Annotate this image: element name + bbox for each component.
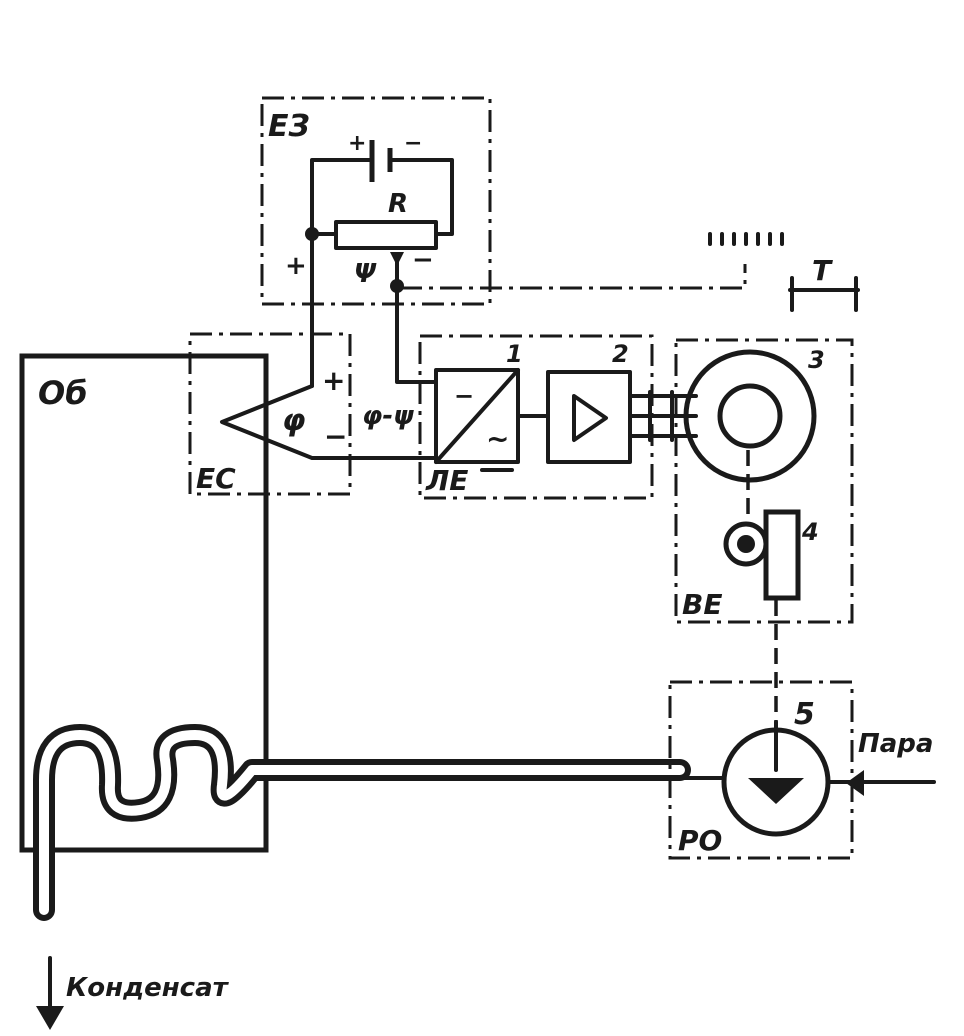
time-scale: T	[708, 232, 860, 312]
gear-hub	[737, 535, 755, 553]
ob-label: Об	[38, 374, 88, 412]
block3-number: 3	[808, 346, 825, 374]
heating-coil	[33, 724, 691, 921]
resistor-wiper-arrow	[390, 252, 404, 266]
le-label: ЛЕ	[425, 464, 468, 497]
motor-inner-3	[717, 383, 783, 449]
logic-unit-le: ЛЕ − ~ 1 2	[418, 334, 654, 500]
phi-label: φ	[282, 403, 305, 438]
condensate-outlet: Конденсат	[36, 956, 230, 1030]
ez-label: ЕЗ	[268, 109, 310, 144]
block4-number: 4	[801, 518, 819, 546]
ec-label: ЕС	[196, 462, 236, 495]
battery-loop-wire	[310, 158, 454, 236]
valve-seat	[748, 778, 804, 804]
heating-coil-inner	[39, 730, 685, 915]
amplifier-triangle	[572, 394, 608, 442]
ro-label: РО	[678, 824, 722, 857]
battery-plus: +	[348, 131, 366, 156]
converter-diagonal	[434, 368, 520, 464]
converter-dc-sign: −	[454, 382, 474, 410]
t-label: T	[812, 254, 833, 287]
setpoint-block-ez: ЕЗ + − R Ψ + −	[260, 96, 492, 306]
ez-frame	[260, 96, 492, 306]
wiper-to-le-wire	[395, 284, 438, 384]
amplifier-block-2	[546, 370, 632, 464]
ve-frame	[674, 338, 854, 624]
object-ob: Об	[19, 353, 691, 921]
steam-inlet-arrow	[846, 770, 864, 796]
psi-label: Ψ	[354, 259, 377, 289]
condensate-arrow-head	[36, 1006, 64, 1030]
block5-number: 5	[794, 697, 815, 732]
ro-frame	[668, 680, 854, 860]
ec-minus: −	[324, 420, 347, 453]
resistor-label: R	[388, 189, 408, 219]
ve-label: ВЕ	[682, 588, 722, 621]
ec-plus: +	[322, 364, 345, 397]
gearbox-block-4	[763, 509, 801, 601]
condensate-label: Конденсат	[66, 973, 230, 1003]
setpoint-dash-link	[400, 264, 747, 290]
ec-frame	[188, 332, 352, 496]
ob-frame	[19, 353, 269, 853]
ez-plus-sign: +	[285, 251, 307, 281]
phi-minus-psi-label: φ-ψ	[362, 401, 414, 431]
battery-minus: −	[404, 131, 422, 156]
block2-number: 2	[612, 340, 629, 368]
converter-ac-sign: ~	[486, 422, 509, 455]
actuator-unit-ve: ВЕ 3 4	[674, 338, 854, 624]
regulating-valve-ro: РО 5 Пара	[668, 680, 936, 860]
motor-outer-3	[683, 349, 817, 483]
steam-label: Пара	[858, 729, 933, 759]
sensor-ec: ЕС + − φ	[188, 232, 352, 496]
block1-number: 1	[506, 340, 523, 368]
ez-minus-sign: −	[412, 245, 434, 275]
